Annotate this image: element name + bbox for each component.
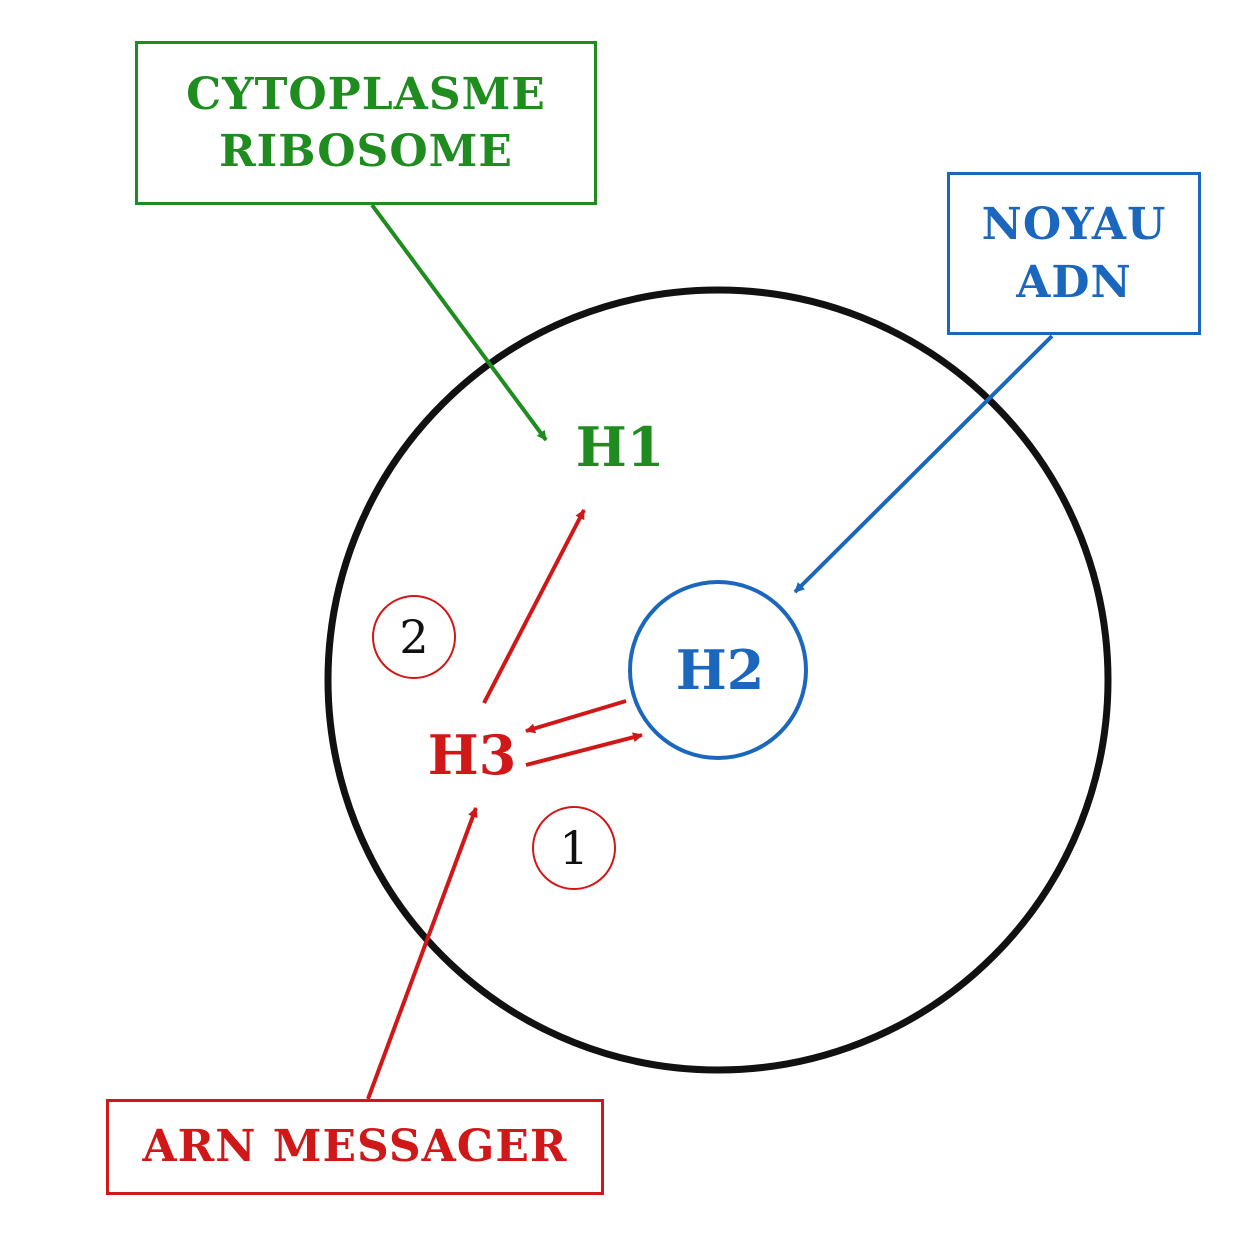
step-1-number: 1 — [559, 821, 589, 875]
cell-outline — [324, 286, 1112, 1074]
arrow-cytoplasm-to-h1 — [370, 203, 548, 442]
cytoplasm-ribosome-box: CYTOPLASME RIBOSOME — [135, 41, 597, 205]
h1-label: H1 — [575, 415, 665, 479]
h2-label: H2 — [675, 638, 765, 702]
nucleus-label: NOYAU — [981, 199, 1167, 251]
arrow-nucleus-to-h2 — [793, 334, 1054, 594]
h3-label: H3 — [427, 723, 517, 787]
arrow-h2-to-h3 — [525, 699, 627, 734]
nucleus-circle — [628, 580, 808, 760]
step-2-badge: 2 — [372, 595, 456, 679]
dna-label: ADN — [1016, 256, 1132, 308]
ribosome-label: RIBOSOME — [219, 126, 513, 177]
cytoplasm-label: CYTOPLASME — [186, 68, 546, 120]
step-1-badge: 1 — [532, 806, 616, 890]
arrow-h3-to-h2 — [525, 732, 643, 767]
arrow-h3-to-h1 — [482, 509, 586, 704]
arrow-mrna-to-h3 — [366, 807, 478, 1100]
mrna-label: ARN MESSAGER — [142, 1121, 568, 1173]
mrna-box: ARN MESSAGER — [106, 1099, 604, 1195]
nucleus-dna-box: NOYAU ADN — [947, 172, 1201, 335]
step-2-number: 2 — [399, 610, 429, 664]
